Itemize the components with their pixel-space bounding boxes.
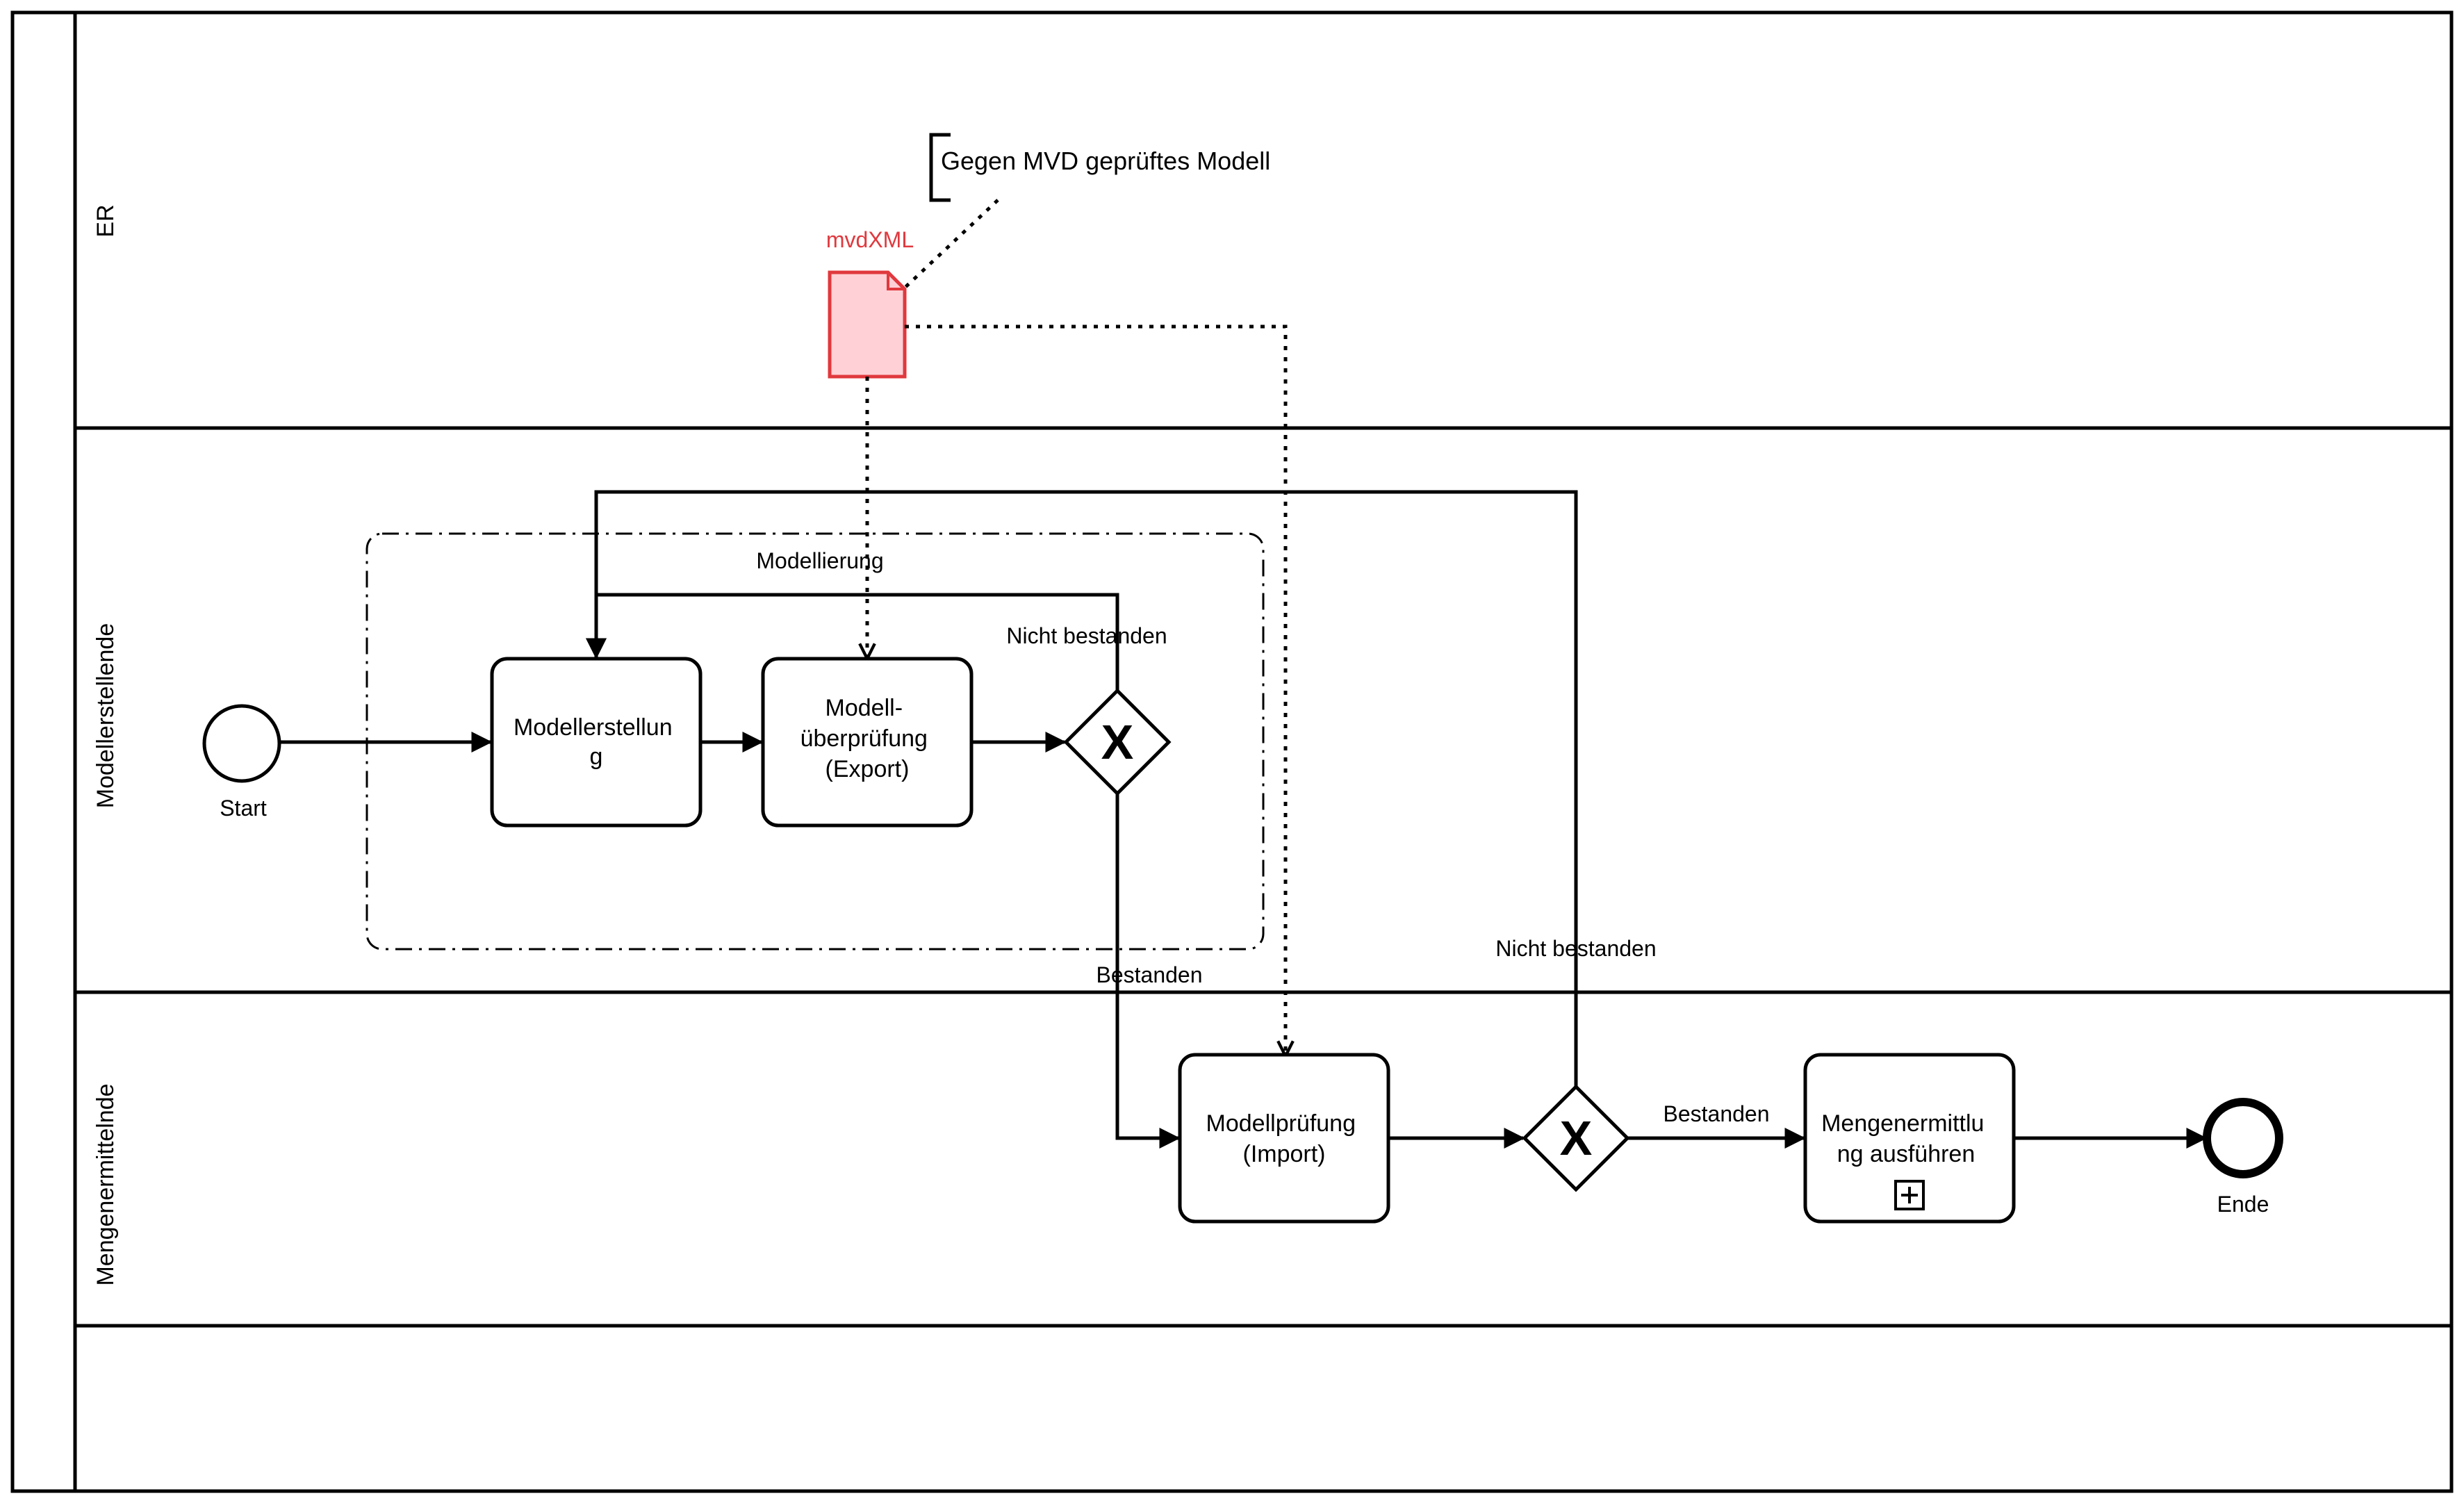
- flow-gateway2-nicht-bestanden: [586, 490, 1578, 1087]
- subprocess-line-1: Mengenermittlu: [1821, 1110, 1984, 1137]
- task-modellueberpruefung-export[interactable]: Modell- überprüfung (Export): [761, 657, 974, 828]
- flow-label-bestanden-1: Bestanden: [1096, 962, 1202, 987]
- exclusive-x-icon: X: [1101, 715, 1134, 769]
- svg-text:Modellprüfung (Import): Modellprüfung (Import): [1206, 1110, 1363, 1167]
- task-export-line-1: Modell-: [826, 695, 903, 721]
- text-annotation: Gegen MVD geprüftes Modell: [929, 133, 1270, 202]
- task-modellerstellung[interactable]: Modellerstellun g: [490, 657, 703, 828]
- task-import-line-1: Modellprüfung: [1206, 1110, 1356, 1137]
- task-export-line-2: überprüfung: [800, 725, 928, 752]
- data-object-mvdxml[interactable]: [828, 270, 907, 379]
- pool: [10, 10, 2454, 1493]
- exclusive-gateway-2[interactable]: X: [1522, 1084, 1630, 1192]
- group-label: Modellierung: [756, 548, 883, 573]
- end-event[interactable]: [2203, 1098, 2283, 1178]
- flow-gateway1-bestanden: [1115, 793, 1181, 1149]
- document-icon: [828, 270, 907, 379]
- start-event-label: Start: [220, 796, 267, 821]
- svg-text:Mengenermittlu ng ausfüh: Mengenermittlu ng ausführen: [1821, 1110, 1991, 1167]
- subprocess-mengenermittlung[interactable]: Mengenermittlu ng ausführen: [1803, 1053, 2016, 1224]
- lane-label-mengenermittelnde: Mengenermittelnde: [92, 1083, 119, 1285]
- task-export-line-3: (Export): [826, 756, 910, 782]
- exclusive-gateway-1[interactable]: X: [1063, 688, 1172, 796]
- flow-label-nicht-bestanden-2: Nicht bestanden: [1495, 936, 1656, 961]
- subprocess-line-2: ng ausführen: [1837, 1141, 1976, 1167]
- lane-label-modellerstellende: Modellerstellende: [92, 623, 119, 809]
- task-modellpruefung-import[interactable]: Modellprüfung (Import): [1178, 1053, 1390, 1224]
- lane-label-er: ER: [92, 204, 119, 237]
- flow-label-nicht-bestanden-1: Nicht bestanden: [1006, 623, 1167, 648]
- task-modellerstellung-line-1: Modellerstellun: [514, 714, 673, 741]
- flow-label-bestanden-2: Bestanden: [1663, 1101, 1769, 1126]
- data-association-import: [905, 324, 1286, 1056]
- start-event[interactable]: [202, 704, 281, 783]
- data-object-label: mvdXML: [826, 227, 914, 252]
- end-event-label: Ende: [2217, 1192, 2269, 1217]
- svg-text:Modellerstellun g: Modellerstellun g: [514, 714, 679, 770]
- plus-square-icon[interactable]: [1894, 1180, 1925, 1210]
- annotation-text: Gegen MVD geprüftes Modell: [941, 147, 1270, 175]
- exclusive-x-icon: X: [1560, 1111, 1593, 1165]
- svg-text:Modell- überprüfung: Modell- überprüfung (Export): [800, 695, 935, 782]
- task-import-line-2: (Import): [1243, 1141, 1326, 1167]
- task-modellerstellung-line-2: g: [590, 743, 603, 770]
